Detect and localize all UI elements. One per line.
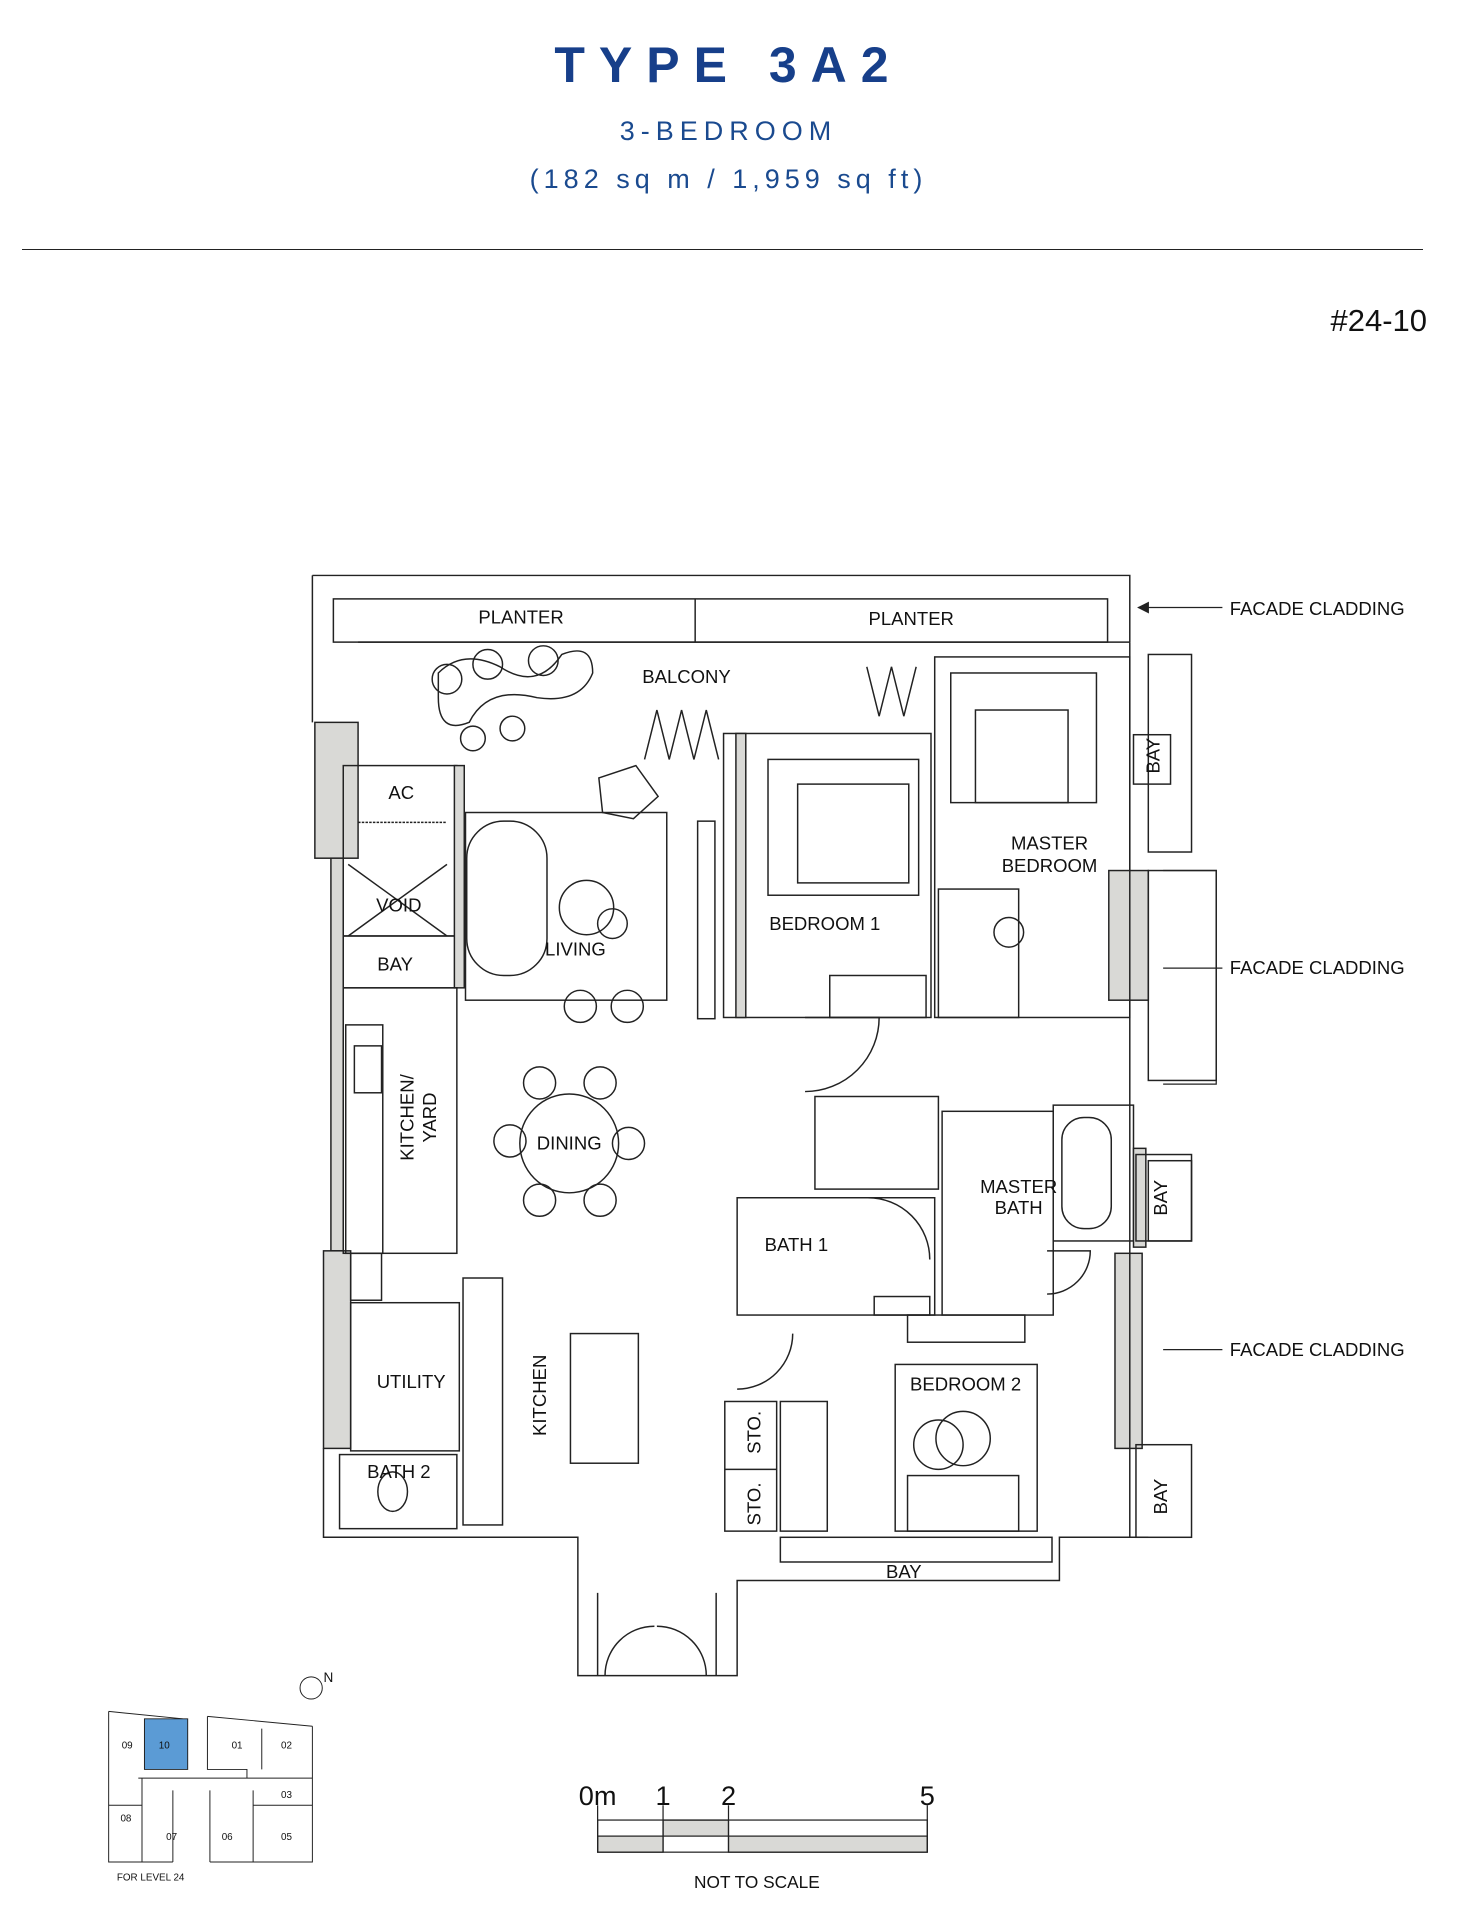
bedroom-count: 3-BEDROOM xyxy=(619,116,838,146)
label-master-bedroom: BEDROOM xyxy=(1002,855,1098,876)
label-bay: BAY xyxy=(886,1561,922,1582)
unit-number: #24-10 xyxy=(1330,303,1427,338)
label-utility: UTILITY xyxy=(377,1371,446,1392)
key-unit: 01 xyxy=(232,1740,243,1751)
plan-title: TYPE 3A2 xyxy=(554,37,903,93)
label-dining: DINING xyxy=(537,1133,602,1154)
label-living: LIVING xyxy=(545,939,606,960)
key-unit-highlighted: 10 xyxy=(159,1740,170,1751)
label-bay: BAY xyxy=(1150,1180,1171,1216)
room-labels: PLANTER PLANTER BALCONY AC VOID BAY LIVI… xyxy=(367,607,1171,1582)
label-store: STO. xyxy=(744,1411,765,1454)
label-master-bath: BATH xyxy=(995,1197,1043,1218)
label-bath-1: BATH 1 xyxy=(765,1234,828,1255)
key-unit: 07 xyxy=(166,1832,177,1843)
label-master-bath: MASTER xyxy=(980,1176,1057,1197)
scale-tick: 0m xyxy=(579,1780,617,1811)
label-bay: BAY xyxy=(1150,1479,1171,1515)
label-bath-2: BATH 2 xyxy=(367,1461,430,1482)
facade-callouts: FACADE CLADDING FACADE CLADDING FACADE C… xyxy=(1230,598,1405,1360)
label-store: STO. xyxy=(744,1483,765,1526)
label-planter: PLANTER xyxy=(869,608,954,629)
key-unit: 05 xyxy=(281,1832,292,1843)
scale-ticks: 0m 1 2 5 NOT TO SCALE xyxy=(579,1780,935,1892)
label-ac: AC xyxy=(388,782,414,803)
header-divider xyxy=(22,249,1423,250)
scale-tick: 2 xyxy=(721,1780,736,1811)
label-kitchen-yard: YARD xyxy=(419,1092,440,1142)
highlighted-unit xyxy=(143,1718,189,1770)
unit-area: (182 sq m / 1,959 sq ft) xyxy=(529,164,928,194)
facade-cladding-label: FACADE CLADDING xyxy=(1230,1339,1405,1360)
key-unit: 08 xyxy=(120,1813,131,1824)
label-bedroom-1: BEDROOM 1 xyxy=(769,913,880,934)
facade-cladding-label: FACADE CLADDING xyxy=(1230,957,1405,978)
key-unit: 09 xyxy=(122,1740,133,1751)
key-plan-labels: N 09 10 01 02 03 08 07 06 05 FOR LEVEL 2… xyxy=(117,1670,334,1884)
scale-tick: 5 xyxy=(920,1780,935,1811)
facade-callout-lines xyxy=(1137,601,1223,1351)
label-kitchen-yard: KITCHEN/ xyxy=(397,1073,418,1160)
label-void: VOID xyxy=(376,894,421,915)
label-bedroom-2: BEDROOM 2 xyxy=(910,1373,1021,1394)
scale-bar xyxy=(596,1805,928,1853)
key-unit: 02 xyxy=(281,1740,292,1751)
key-plan-caption: FOR LEVEL 24 xyxy=(117,1873,185,1884)
label-master-bedroom: MASTER xyxy=(1011,833,1088,854)
label-planter: PLANTER xyxy=(478,607,563,628)
label-bay: BAY xyxy=(1142,738,1163,774)
plan-walls xyxy=(311,574,1217,1677)
key-unit: 06 xyxy=(222,1832,233,1843)
scale-tick: 1 xyxy=(656,1780,671,1811)
label-kitchen: KITCHEN xyxy=(529,1355,550,1436)
key-plan xyxy=(108,1676,323,1863)
label-balcony: BALCONY xyxy=(642,666,731,687)
scale-note: NOT TO SCALE xyxy=(694,1872,820,1892)
north-label: N xyxy=(324,1670,334,1685)
label-bay: BAY xyxy=(377,954,413,975)
key-unit: 03 xyxy=(281,1790,292,1801)
facade-cladding-label: FACADE CLADDING xyxy=(1230,598,1405,619)
